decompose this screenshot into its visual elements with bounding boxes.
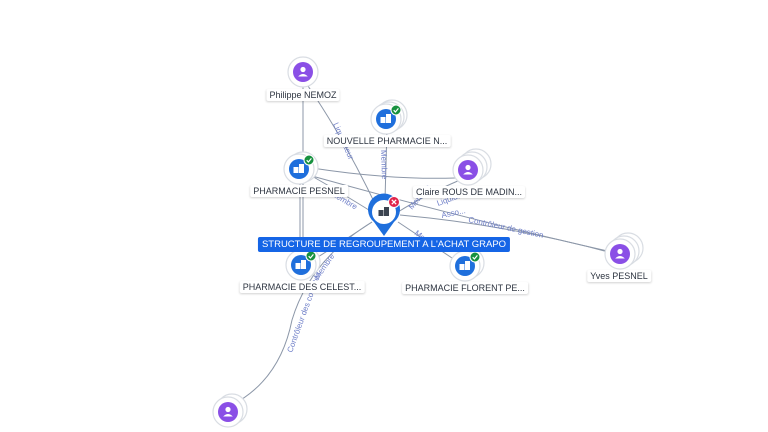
person-icon bbox=[615, 248, 625, 259]
check-badge-icon bbox=[303, 154, 315, 166]
check-badge-icon bbox=[305, 250, 317, 262]
label-pharmacie-pesnel[interactable]: PHARMACIE PESNEL bbox=[250, 185, 348, 197]
node-yves-pesnel[interactable] bbox=[604, 232, 644, 270]
label-pharmacie-celest[interactable]: PHARMACIE DES CELEST... bbox=[239, 281, 365, 293]
label-philippe-nemoz[interactable]: Philippe NEMOZ bbox=[266, 89, 340, 101]
label-claire-rous[interactable]: Claire ROUS DE MADIN... bbox=[412, 186, 526, 198]
node-pharmacie-celest[interactable] bbox=[285, 246, 321, 281]
building-icon bbox=[293, 164, 304, 173]
node-main-structure[interactable] bbox=[368, 193, 400, 236]
person-icon bbox=[463, 164, 473, 175]
building-icon bbox=[380, 114, 391, 123]
person-icon bbox=[298, 66, 308, 77]
building-icon bbox=[459, 261, 470, 270]
node-bottom-person[interactable] bbox=[212, 393, 248, 428]
label-main-structure[interactable]: STRUCTURE DE REGROUPEMENT A L'ACHAT GRAP… bbox=[257, 237, 511, 252]
check-badge-icon bbox=[469, 251, 481, 263]
label-nouvelle-pharmacie[interactable]: NOUVELLE PHARMACIE N... bbox=[323, 135, 451, 147]
label-yves-pesnel[interactable]: Yves PESNEL bbox=[587, 270, 651, 282]
close-badge-icon bbox=[388, 196, 400, 208]
person-icon bbox=[223, 406, 233, 417]
label-pharmacie-florent[interactable]: PHARMACIE FLORENT PE... bbox=[402, 282, 528, 294]
edge-pesnel-claire bbox=[311, 167, 456, 179]
building-icon bbox=[378, 207, 389, 216]
edge-label-membre-1: Membre bbox=[379, 150, 389, 180]
edge-pesnel-yves bbox=[311, 175, 613, 253]
edge-label-associe: Asso... bbox=[441, 206, 467, 220]
node-pharmacie-pesnel[interactable] bbox=[283, 151, 319, 185]
node-claire-rous[interactable] bbox=[452, 148, 492, 186]
node-nouvelle-pharmacie[interactable] bbox=[370, 99, 408, 135]
node-pharmacie-florent[interactable] bbox=[449, 247, 485, 282]
check-badge-icon bbox=[390, 104, 402, 116]
node-philippe-nemoz[interactable] bbox=[287, 56, 319, 88]
building-icon bbox=[295, 260, 306, 269]
